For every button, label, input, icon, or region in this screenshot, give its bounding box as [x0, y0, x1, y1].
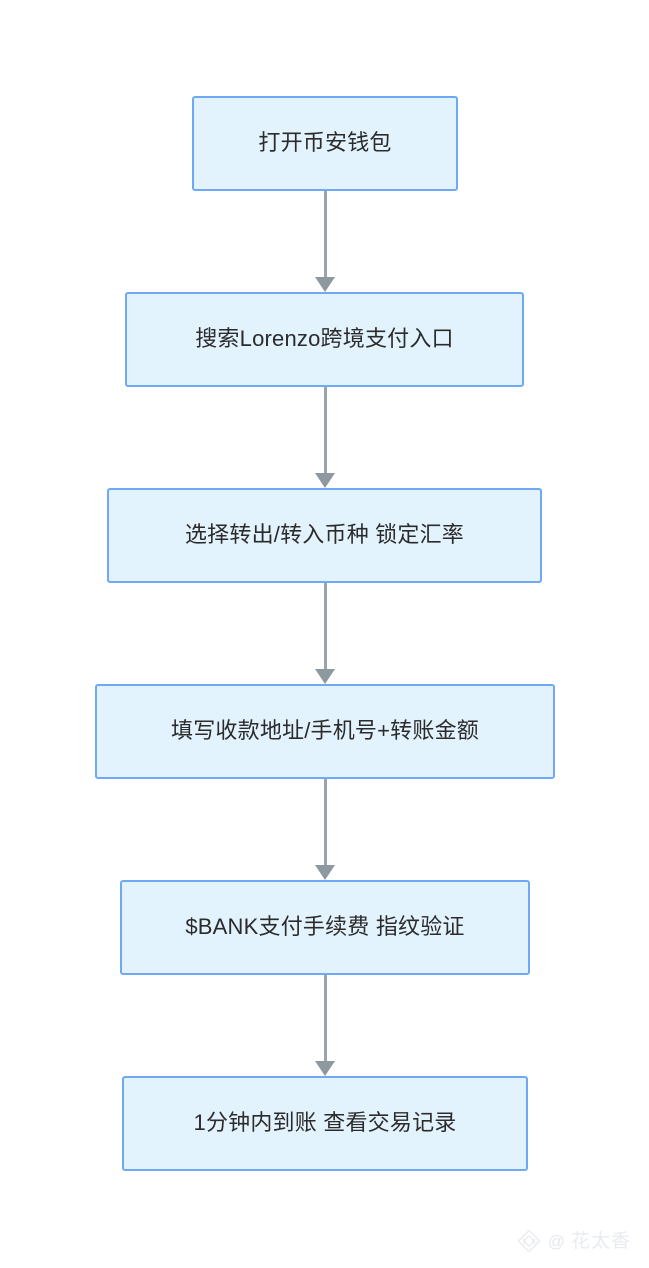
flow-node-4[interactable]: 填写收款地址/手机号+转账金额 [95, 684, 555, 779]
flow-edge-3-arrowhead [315, 669, 335, 684]
flow-node-2-label: 搜索Lorenzo跨境支付入口 [195, 326, 454, 352]
watermark-username: 花太香 [570, 1230, 631, 1252]
flow-node-2[interactable]: 搜索Lorenzo跨境支付入口 [125, 292, 524, 387]
flow-node-4-label: 填写收款地址/手机号+转账金额 [171, 718, 479, 744]
flow-node-6-label: 1分钟内到账 查看交易记录 [193, 1110, 457, 1136]
flow-edge-2-line [323, 387, 327, 473]
binance-diamond-icon [516, 1228, 542, 1254]
flow-node-6[interactable]: 1分钟内到账 查看交易记录 [122, 1076, 528, 1171]
flow-edge-3-line [323, 583, 327, 669]
flow-edge-1-line [323, 191, 327, 277]
flow-edge-2-arrowhead [315, 473, 335, 488]
flow-edge-4-arrowhead [315, 865, 335, 880]
flow-node-1[interactable]: 打开币安钱包 [192, 96, 458, 191]
watermark: @ 花太香 [516, 1228, 631, 1254]
flow-node-1-label: 打开币安钱包 [258, 130, 392, 156]
flow-node-3-label: 选择转出/转入币种 锁定汇率 [184, 522, 465, 548]
flow-edge-5-line [323, 975, 327, 1061]
watermark-at-symbol: @ [547, 1231, 565, 1251]
flow-node-5-label: $BANK支付手续费 指纹验证 [185, 914, 465, 940]
flow-edge-5-arrowhead [315, 1061, 335, 1076]
flow-node-3[interactable]: 选择转出/转入币种 锁定汇率 [107, 488, 542, 583]
flow-node-5[interactable]: $BANK支付手续费 指纹验证 [120, 880, 530, 975]
flow-edge-4-line [323, 779, 327, 865]
flow-edge-1-arrowhead [315, 277, 335, 292]
